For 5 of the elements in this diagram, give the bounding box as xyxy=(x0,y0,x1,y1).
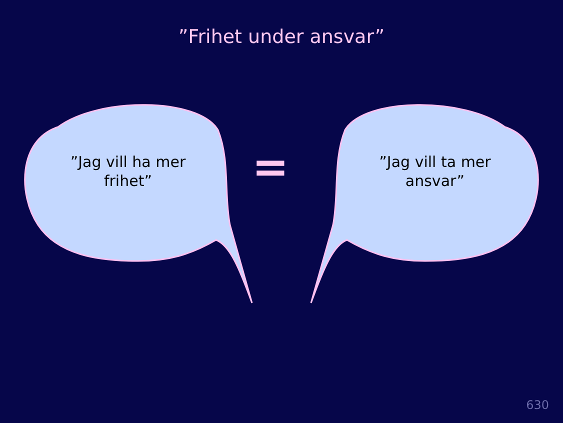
slide-title: ”Frihet under ansvar” xyxy=(177,26,386,48)
page-number: 630 xyxy=(526,398,549,412)
quote-text: ”Jag vill ta mer ansvar” xyxy=(378,153,492,191)
equals-sign: = xyxy=(252,142,289,193)
quote-text: ”Jag vill ha mer frihet” xyxy=(69,153,187,191)
